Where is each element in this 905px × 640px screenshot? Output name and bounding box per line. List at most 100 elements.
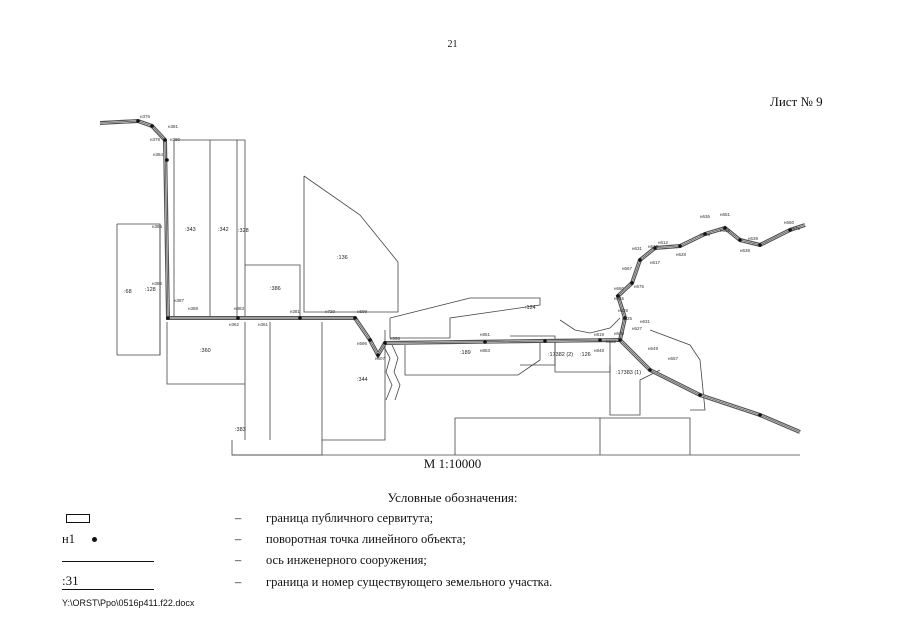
parcel-number-symbol: :31	[62, 573, 154, 590]
parcel-label: :126	[580, 352, 591, 358]
parcel-17383	[609, 365, 661, 416]
parcel-label: :344	[357, 377, 368, 383]
parcel-boundaries	[116, 139, 800, 456]
parcel-label-layer: :68:128:343:342:328:136:386:124:360:344:…	[124, 227, 641, 433]
point-label: н853	[480, 348, 490, 353]
parcel-bottom	[454, 417, 601, 455]
parcel-label: :189	[460, 350, 471, 356]
parcel-383	[231, 440, 323, 456]
point-label: н380	[170, 137, 180, 142]
servitude-corridor	[99, 118, 806, 434]
point-label: н658	[720, 228, 730, 233]
turning-point	[678, 244, 682, 248]
point-label: н607	[375, 356, 385, 361]
axis-line-symbol	[62, 561, 154, 562]
parcel-curve	[559, 317, 621, 334]
point-label: н660	[784, 220, 794, 225]
parcel-label: :386	[270, 286, 281, 292]
parcel-label: :17382 (2)	[548, 352, 573, 358]
legend-dash: –	[235, 532, 242, 546]
parcel-136	[303, 175, 399, 313]
point-label: н628	[618, 308, 628, 313]
legend-item-axis: – ось инженерного сооружения;	[0, 553, 905, 571]
parcel-bottom-right	[600, 417, 691, 455]
parcel-344	[321, 322, 386, 441]
parcel-label: :136	[337, 255, 348, 261]
turning-point-symbol	[92, 537, 97, 542]
parcel-386	[245, 264, 301, 318]
turning-point	[758, 243, 762, 247]
point-label: н378	[150, 137, 160, 142]
legend-text: поворотная точка линейного объекта;	[266, 532, 466, 546]
turning-point	[166, 316, 170, 320]
point-label: н660	[614, 286, 624, 291]
turning-point	[630, 281, 634, 285]
turning-point	[298, 316, 302, 320]
point-label: н667	[622, 266, 632, 271]
turning-point	[236, 316, 240, 320]
parcel-label: :360	[200, 348, 211, 354]
legend-dash: –	[235, 575, 242, 589]
point-label: н612	[658, 240, 668, 245]
turning-point	[638, 258, 642, 262]
turning-point	[136, 119, 140, 123]
turning-point-label: н1	[62, 532, 75, 546]
point-label: н384	[153, 152, 163, 157]
turning-point	[698, 393, 702, 397]
turning-point	[150, 124, 154, 128]
point-label: н651	[720, 212, 730, 217]
point-label: н720	[325, 309, 335, 314]
turning-point	[163, 138, 167, 142]
parcel-label: :342	[218, 227, 229, 233]
ravine-line	[391, 344, 401, 401]
parcel-124	[389, 297, 541, 339]
turning-point	[758, 413, 762, 417]
point-label: н629	[614, 331, 624, 336]
point-label: н631	[640, 319, 650, 324]
legend-item-turning-point: н1 – поворотная точка линейного объекта;	[0, 532, 905, 550]
point-label: н638	[740, 248, 750, 253]
parcel-label: :328	[238, 228, 249, 234]
point-label: н599	[357, 309, 367, 314]
turning-point	[353, 316, 357, 320]
point-label: н388	[188, 306, 198, 311]
point-label: н362	[229, 322, 239, 327]
page-number: 21	[447, 39, 458, 50]
turning-point	[616, 294, 620, 298]
map-scale: М 1:10000	[423, 456, 482, 471]
point-label: н631	[632, 246, 642, 251]
point-label: н386	[152, 281, 162, 286]
legend-item-servitude: – граница публичного сервитута;	[0, 511, 905, 529]
legend-text: ось инженерного сооружения;	[266, 553, 427, 567]
turning-point	[376, 353, 380, 357]
turning-point	[368, 338, 372, 342]
point-label: н628	[676, 252, 686, 257]
point-label: н376	[140, 114, 150, 119]
point-label: н639	[748, 236, 758, 241]
legend-dash: –	[235, 511, 242, 525]
point-label: н648	[700, 232, 710, 237]
point-label: н596	[357, 341, 367, 346]
parcel-label: :128	[145, 287, 156, 293]
turning-point	[653, 246, 657, 250]
legend-text: граница публичного сервитута;	[266, 511, 434, 525]
point-label: н383	[234, 306, 244, 311]
turning-point	[623, 316, 627, 320]
turning-point	[383, 341, 387, 345]
sheet-label: Лист № 9	[770, 94, 823, 109]
legend-title: Условные обозначения:	[387, 490, 518, 505]
turning-point	[543, 339, 547, 343]
parcel-label: :124	[525, 305, 536, 311]
servitude-boundary-symbol	[66, 514, 90, 523]
turning-points	[136, 119, 792, 417]
point-label: н851	[480, 332, 490, 337]
point-label: н387	[174, 298, 184, 303]
parcel-label: :343	[185, 227, 196, 233]
parcel-360	[166, 322, 246, 385]
point-label: н655	[614, 296, 624, 301]
point-label: н361	[258, 322, 268, 327]
point-label: н657	[668, 356, 678, 361]
turning-point	[788, 228, 792, 232]
